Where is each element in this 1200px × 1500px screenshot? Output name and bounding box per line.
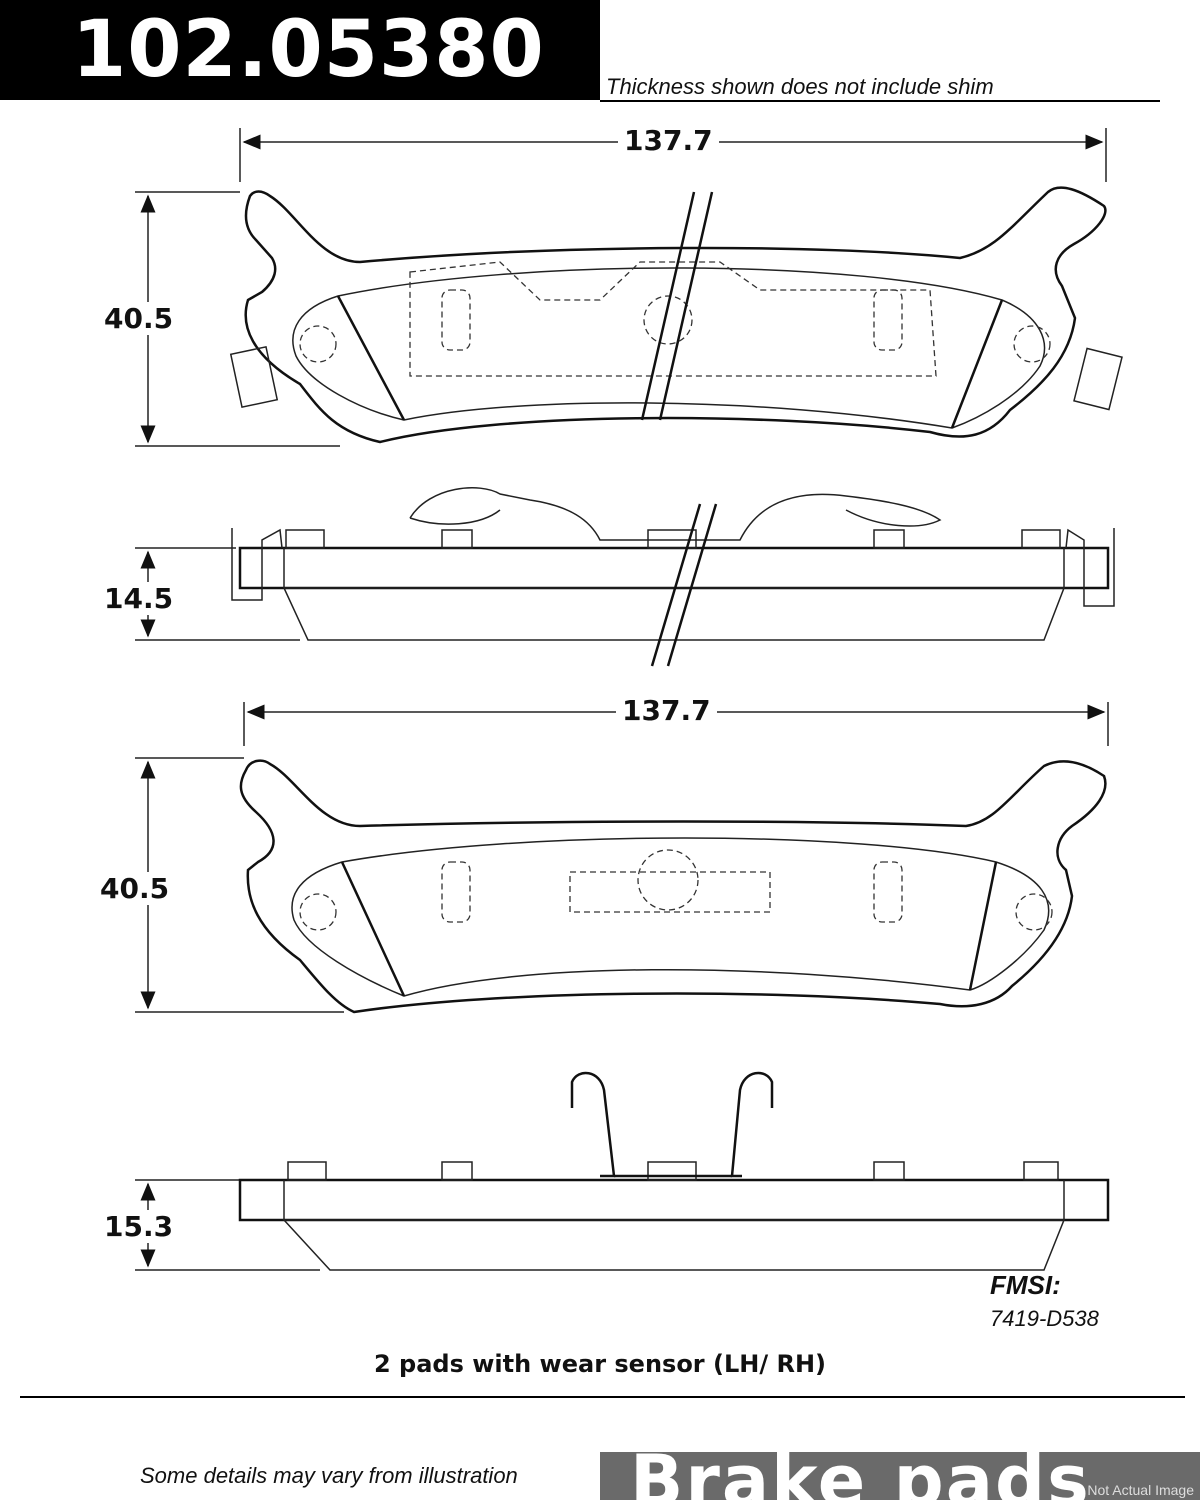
fmsi-value: 7419-D538 [990,1306,1099,1331]
dim-label-thickness-top: 14.5 [98,582,180,615]
dim-label-height-bottom: 40.5 [94,872,176,905]
thickness-note: Thickness shown does not include shim [606,74,994,99]
friction-material-top [292,267,1046,429]
dim-label-length-top: 137.7 [618,124,719,157]
backing-plate-edge-top [238,546,1110,590]
product-banner: Brake pads Not Actual Image [600,1452,1200,1500]
banner-title: Brake pads [630,1452,1091,1500]
pad-view-3-face [135,702,1109,1014]
dim-label-length-bottom: 137.7 [616,694,717,727]
friction-material-bottom [291,837,1050,997]
footer-rule [20,1396,1185,1398]
pad-view-2-edge [135,487,1115,667]
pad-description: 2 pads with wear sensor (LH/ RH) [373,1350,826,1378]
variation-note: Some details may vary from illustration [140,1463,518,1488]
dim-label-height-top: 40.5 [98,302,180,335]
backing-plate-edge-bottom [238,1178,1110,1222]
backing-plate-bottom [239,759,1107,1014]
friction-material-edge-top [282,587,1066,641]
pad-view-1-face [135,128,1123,447]
not-actual-image-note: Not Actual Image [1087,1482,1194,1498]
friction-material-edge-bottom [282,1219,1066,1271]
fmsi-label: FMSI: [990,1270,1061,1300]
header-rule [600,100,1160,102]
pad-view-4-edge [135,1071,1110,1271]
backing-plate-top [244,186,1107,444]
part-number: 102.05380 [0,0,600,100]
dim-label-thickness-bottom: 15.3 [98,1210,180,1243]
